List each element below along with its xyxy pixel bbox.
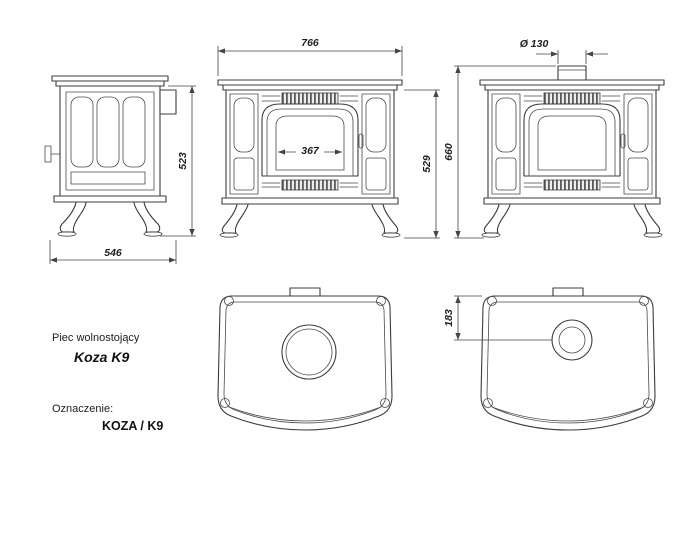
- dim-glass-width-label: 367: [301, 145, 320, 157]
- dim-body-height-label: 529: [421, 155, 433, 173]
- dim-flue-offset-label: 183: [443, 309, 455, 327]
- dim-total-height-label: 660: [443, 143, 455, 161]
- dim-front-width-label: 766: [301, 37, 319, 49]
- dimension-body-height: 529: [404, 89, 440, 239]
- designation-value: KOZA / K9: [102, 419, 163, 433]
- top-view: [217, 287, 393, 431]
- title-block: Piec wolnostojący Koza K9 Oznaczenie: KO…: [52, 332, 163, 433]
- top-view-with-flue: [480, 287, 656, 431]
- side-body: [59, 85, 161, 197]
- dimension-depth: 546: [49, 240, 177, 264]
- dimension-flue-diameter: Ø 130: [520, 38, 608, 64]
- side-legs: [57, 201, 163, 237]
- door-latch: [44, 145, 61, 163]
- dimension-side-height: 523: [160, 85, 196, 237]
- flue-hole: [281, 324, 337, 380]
- dim-flue-diameter-label: Ø 130: [520, 38, 549, 50]
- designation-label: Oznaczenie:: [52, 403, 113, 415]
- front-view-with-flue: [479, 65, 665, 238]
- product-type-label: Piec wolnostojący: [52, 332, 140, 344]
- product-name-label: Koza K9: [74, 349, 129, 365]
- dim-side-height-label: 523: [177, 152, 189, 170]
- dimension-front-width: 766: [217, 37, 403, 76]
- dimension-glass-width: 367: [278, 144, 342, 157]
- rear-flue-outlet: [159, 89, 177, 115]
- dim-depth-label: 546: [104, 247, 122, 259]
- dimension-flue-offset: 183: [443, 295, 552, 341]
- side-view: [44, 75, 177, 237]
- dimension-total-height: 660: [443, 65, 556, 239]
- front-view: [217, 79, 403, 238]
- flue-collar: [557, 65, 587, 81]
